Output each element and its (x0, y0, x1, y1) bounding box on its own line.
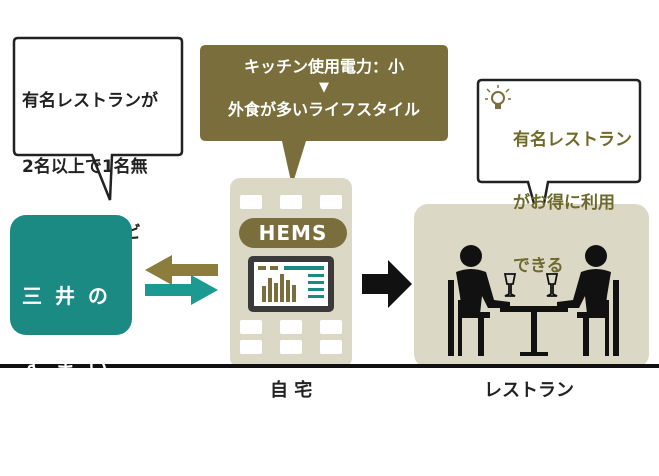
arrow-left-olive (145, 255, 218, 285)
loop-service-label: 三 井 の す ま い LOOP (22, 236, 122, 476)
loop-line: す ま い (22, 356, 111, 380)
left-bubble-line: 有名レストランが (22, 91, 158, 111)
right-bubble-line: がお得に利用 (513, 193, 615, 213)
right-bubble-text: 有名レストラン がお得に利用 できる (513, 88, 632, 298)
house-windows (240, 195, 342, 354)
right-bubble-line: できる (513, 256, 564, 276)
right-bubble-line: 有名レストラン (513, 130, 632, 150)
loop-line: LOOP (22, 427, 93, 452)
home-caption: 自 宅 (270, 380, 313, 401)
diners-icon (448, 245, 619, 356)
lightbulb-icon (485, 85, 511, 109)
hems-monitor-icon (248, 256, 334, 312)
loop-service-box (10, 215, 132, 335)
hems-bubble-line2: 外食が多いライフスタイル (227, 100, 420, 119)
loop-line: 三 井 の (22, 284, 111, 308)
hems-bubble-arrow: ▼ (319, 80, 329, 95)
restaurant-caption: レストラン (484, 380, 574, 401)
diagram-shapes (0, 36, 659, 368)
hems-bubble-line1: キッチン使用電力：小 (243, 57, 404, 76)
hems-bubble-text: キッチン使用電力：小 ▼ 外食が多いライフスタイル (204, 55, 444, 123)
hems-label: HEMS (239, 218, 347, 248)
left-bubble-line: 2名以上で1名無 (22, 157, 148, 177)
restaurant-building (414, 204, 649, 368)
arrow-right-teal (145, 275, 218, 305)
arrow-to-restaurant (362, 260, 412, 308)
left-speech-bubble (12, 36, 184, 201)
hems-speech-bubble (200, 45, 448, 186)
right-speech-bubble (476, 78, 642, 226)
ground-line (0, 364, 659, 368)
